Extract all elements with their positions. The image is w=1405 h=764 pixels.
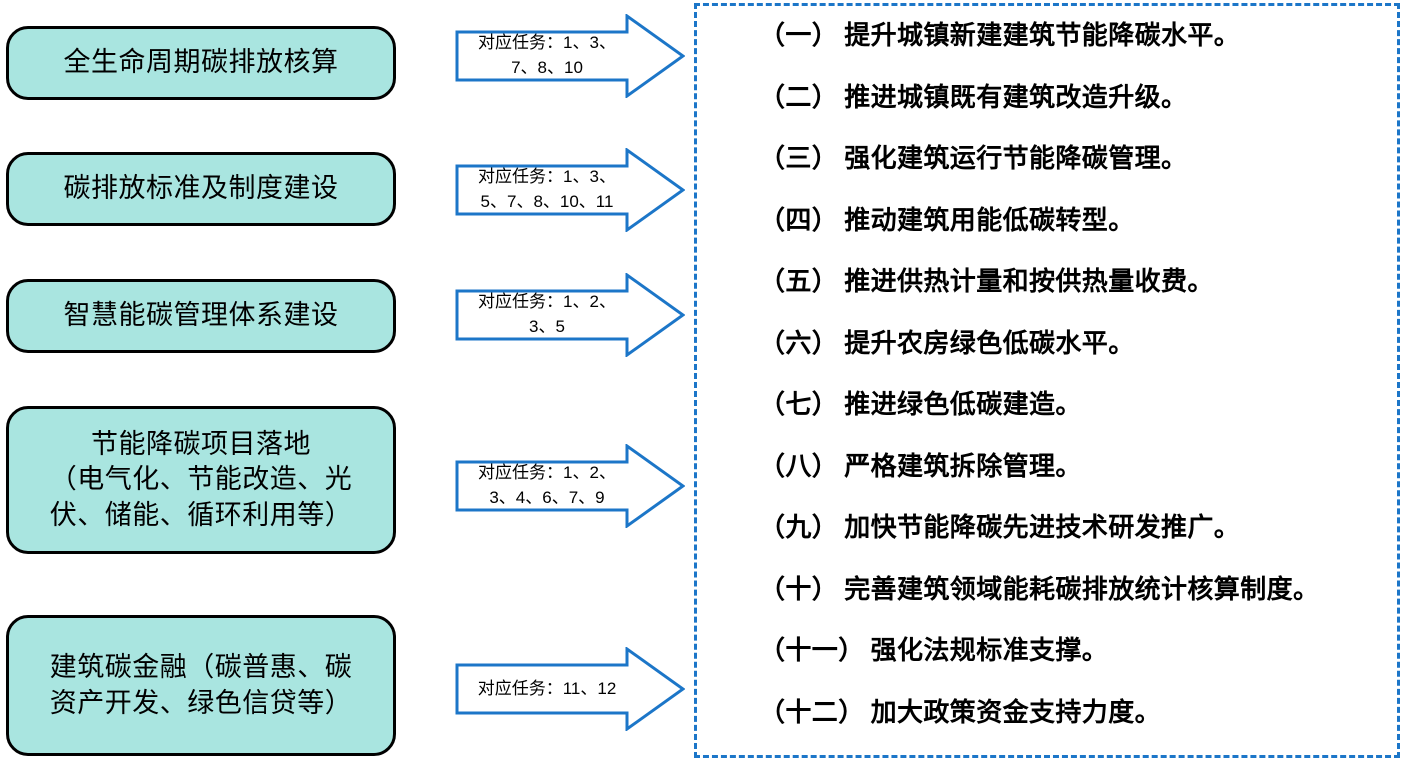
arrow-connector-4[interactable]: 对应任务：1、2、 3、4、6、7、9 [455, 444, 685, 528]
arrow-label-2: 对应任务：1、3、 5、7、8、10、11 [478, 167, 616, 211]
arrow-label-5: 对应任务：11、12 [477, 678, 617, 698]
measure-index: （十） [759, 573, 839, 604]
topic-box-label: 全生命周期碳排放核算 [63, 47, 339, 78]
arrow-connector-1[interactable]: 对应任务：1、3、 7、8、10 [455, 14, 685, 98]
arrow-label-4: 对应任务：1、2、 3、4、6、7、9 [478, 463, 616, 507]
arrow-right-icon [455, 647, 685, 731]
measure-item[interactable]: （八） 严格建筑拆除管理。 [759, 453, 1387, 515]
measure-item[interactable]: （七） 推进绿色低碳建造。 [759, 391, 1387, 453]
arrow-right-icon [455, 14, 685, 98]
measure-index: （六） [759, 327, 839, 358]
arrow-right-icon [455, 273, 685, 357]
arrow-label-3: 对应任务：1、2、 3、5 [478, 292, 616, 336]
measure-item[interactable]: （二） 推进城镇既有建筑改造升级。 [759, 84, 1387, 146]
measure-index: （十一） [759, 635, 865, 665]
topic-box-building-carbon-finance[interactable]: 建筑碳金融（碳普惠、碳 资产开发、绿色信贷等） [6, 615, 396, 756]
measure-text: 严格建筑拆除管理。 [844, 450, 1082, 481]
measure-item[interactable]: （六） 提升农房绿色低碳水平。 [759, 330, 1387, 392]
measure-item[interactable]: （九） 加快节能降碳先进技术研发推广。 [759, 514, 1387, 576]
measure-text: 推动建筑用能低碳转型。 [844, 204, 1135, 235]
measure-item[interactable]: （四） 推动建筑用能低碳转型。 [759, 207, 1387, 269]
topic-box-emission-standards[interactable]: 碳排放标准及制度建设 [6, 152, 396, 226]
arrow-right-icon [455, 148, 685, 232]
arrow-connector-5[interactable]: 对应任务：11、12 [455, 647, 685, 731]
measure-text: 推进供热计量和按供热量收费。 [844, 266, 1214, 296]
arrow-right-icon [455, 444, 685, 528]
measure-index: （八） [759, 450, 839, 481]
measures-panel: （一） 提升城镇新建建筑节能降碳水平。 （二） 推进城镇既有建筑改造升级。 （三… [694, 3, 1400, 758]
measure-text: 强化法规标准支撑。 [870, 635, 1109, 665]
topic-box-label: 建筑碳金融（碳普惠、碳 资产开发、绿色信贷等） [49, 652, 353, 718]
arrow-label-1: 对应任务：1、3、 7、8、10 [478, 33, 616, 77]
measure-text: 完善建筑领域能耗碳排放统计核算制度。 [844, 573, 1320, 604]
measure-text: 推进城镇既有建筑改造升级。 [844, 81, 1188, 112]
topic-box-label: 智慧能碳管理体系建设 [63, 300, 339, 331]
measure-text: 加快节能降碳先进技术研发推广。 [844, 512, 1241, 542]
topic-box-smart-carbon-management[interactable]: 智慧能碳管理体系建设 [6, 279, 396, 353]
arrow-connector-3[interactable]: 对应任务：1、2、 3、5 [455, 273, 685, 357]
measure-item[interactable]: （十一） 强化法规标准支撑。 [759, 637, 1387, 699]
measure-text: 强化建筑运行节能降碳管理。 [844, 143, 1188, 173]
measure-index: （九） [759, 512, 839, 542]
measure-item[interactable]: （十） 完善建筑领域能耗碳排放统计核算制度。 [759, 576, 1387, 638]
measure-item[interactable]: （三） 强化建筑运行节能降碳管理。 [759, 145, 1387, 207]
measure-text: 加大政策资金支持力度。 [870, 696, 1162, 727]
topic-box-lifecycle-carbon-accounting[interactable]: 全生命周期碳排放核算 [6, 26, 396, 100]
measure-item[interactable]: （五） 推进供热计量和按供热量收费。 [759, 268, 1387, 330]
topic-box-energy-saving-projects[interactable]: 节能降碳项目落地 （电气化、节能改造、光 伏、储能、循环利用等） [6, 406, 396, 554]
measure-item[interactable]: （一） 提升城镇新建建筑节能降碳水平。 [759, 22, 1387, 84]
measure-index: （二） [759, 81, 839, 112]
measure-index: （五） [759, 266, 839, 296]
measure-index: （一） [759, 20, 839, 50]
measure-text: 提升城镇新建建筑节能降碳水平。 [844, 20, 1241, 50]
topic-box-label: 碳排放标准及制度建设 [63, 173, 339, 204]
measure-text: 推进绿色低碳建造。 [844, 389, 1082, 419]
measure-index: （七） [759, 389, 839, 419]
measure-index: （四） [759, 204, 839, 235]
measure-text: 提升农房绿色低碳水平。 [844, 327, 1135, 358]
measure-item[interactable]: （十二） 加大政策资金支持力度。 [759, 699, 1387, 761]
arrow-connector-2[interactable]: 对应任务：1、3、 5、7、8、10、11 [455, 148, 685, 232]
measure-index: （三） [759, 143, 839, 173]
measure-index: （十二） [759, 696, 865, 727]
topic-box-label: 节能降碳项目落地 （电气化、节能改造、光 伏、储能、循环利用等） [49, 429, 353, 530]
